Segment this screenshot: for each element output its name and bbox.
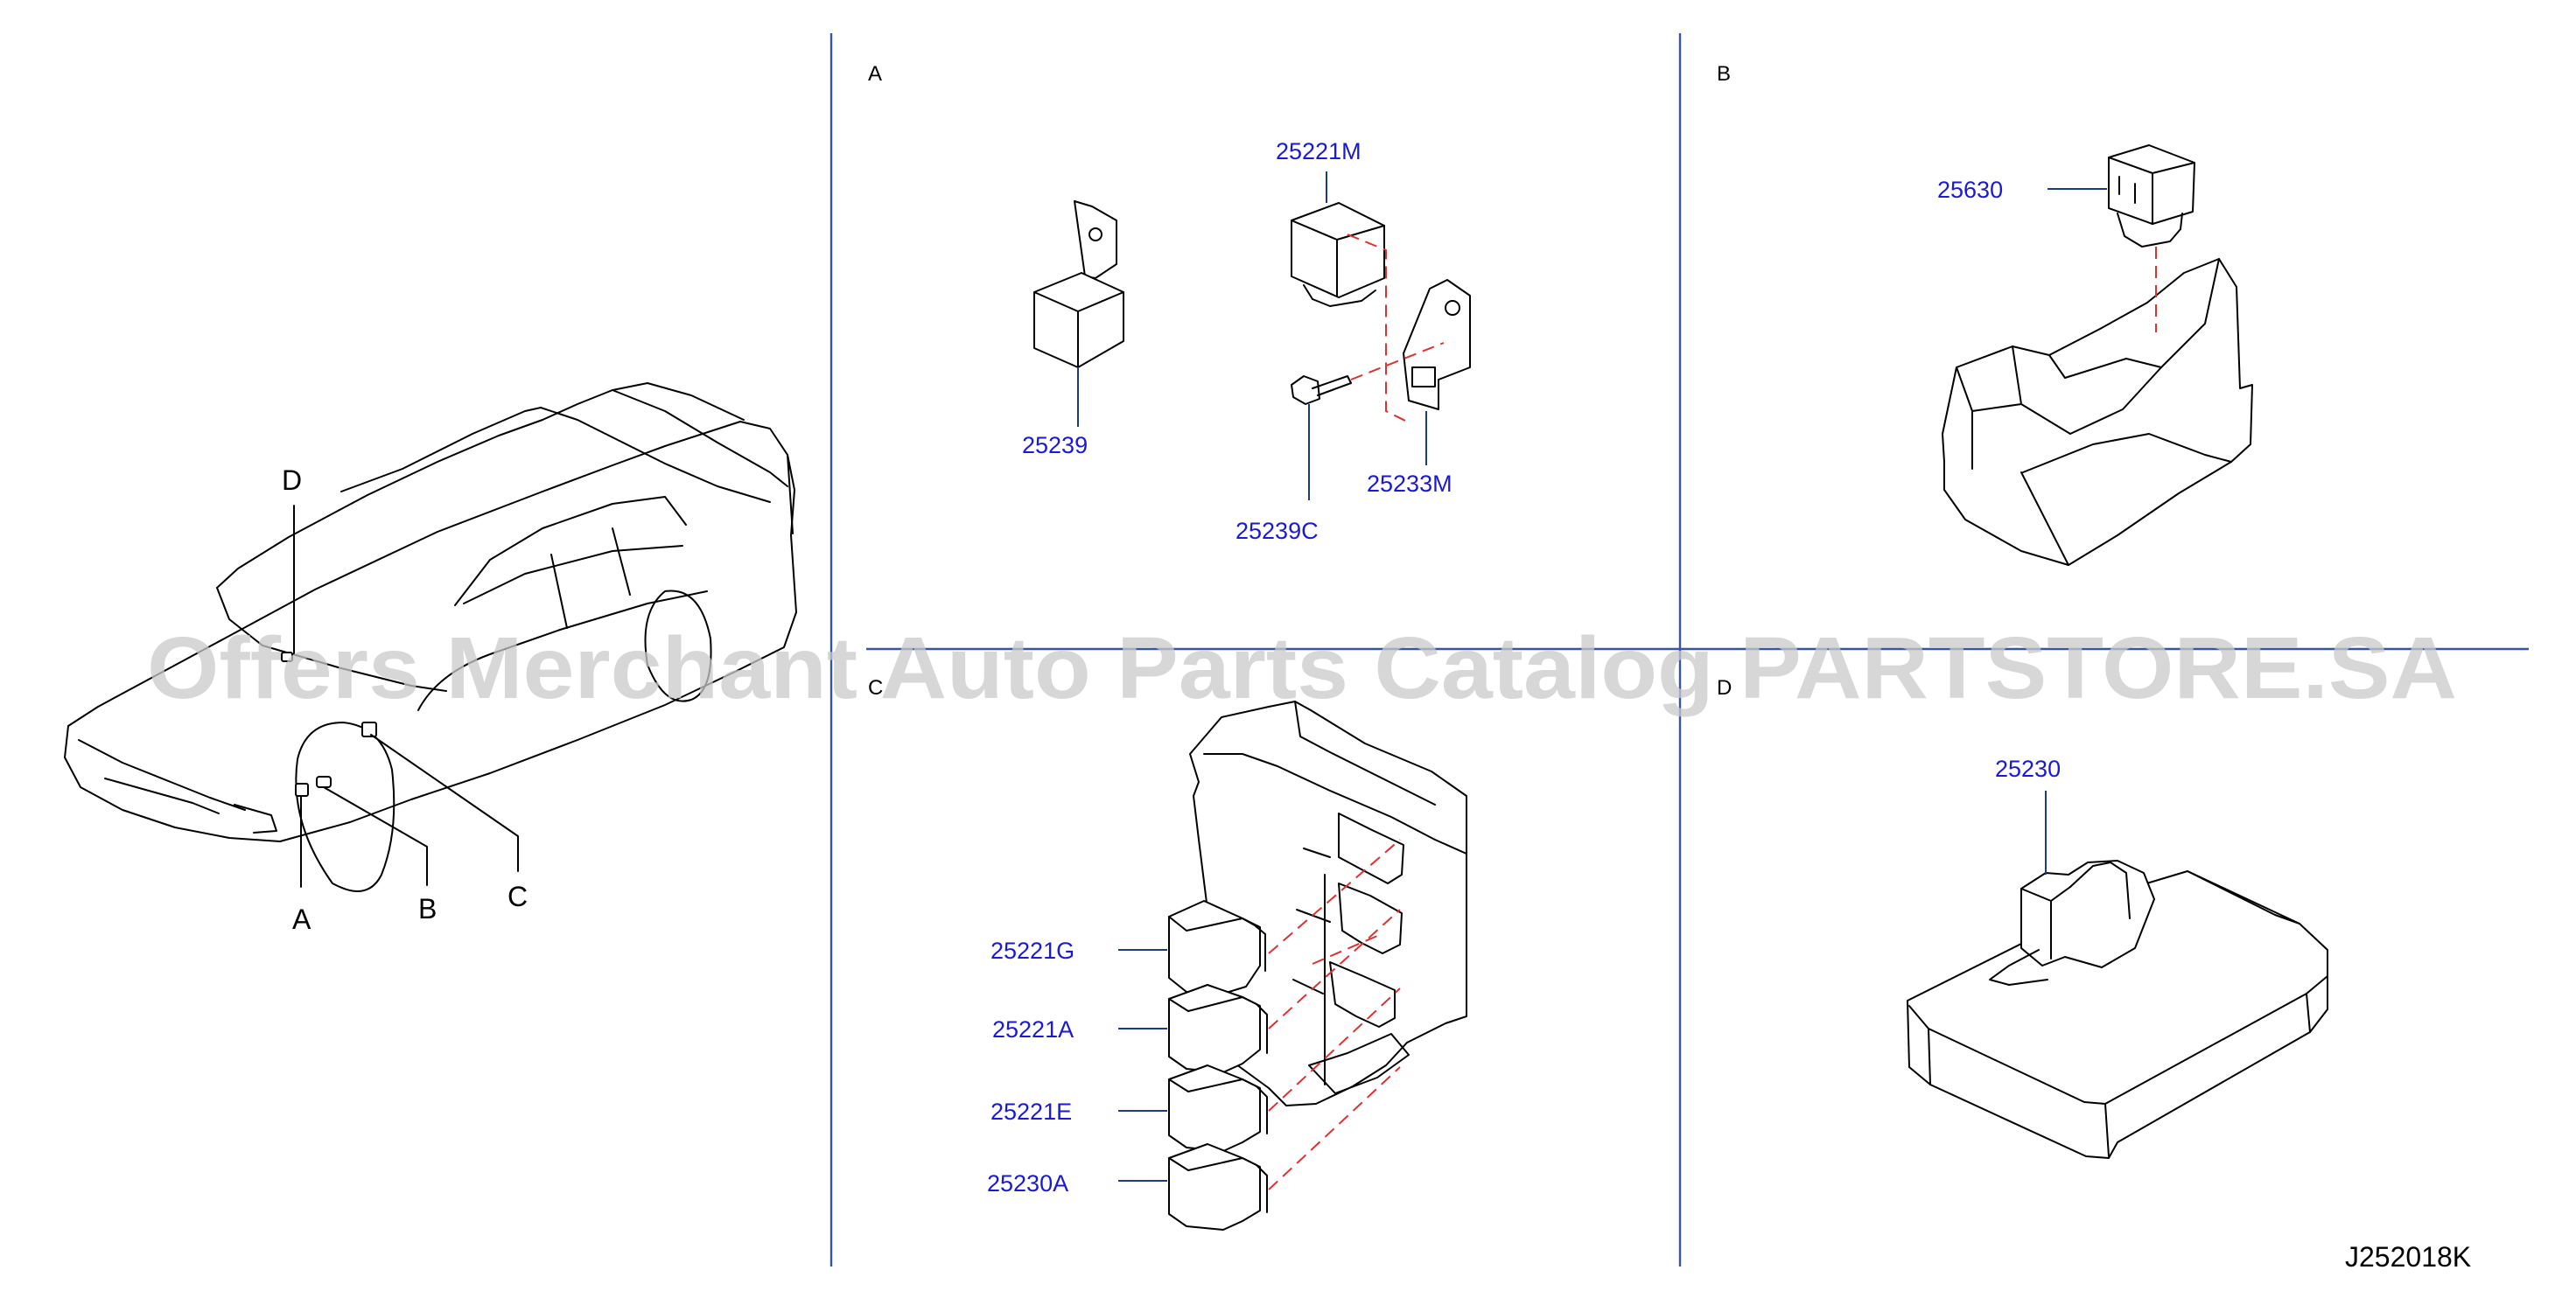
section-label-d: D (1717, 676, 1732, 700)
bracket-25233m-drawing (1403, 279, 1471, 410)
bolt-25239c-drawing (1291, 375, 1352, 405)
car-leaders (293, 505, 519, 888)
part-label-25221a[interactable]: 25221A (992, 1016, 1074, 1043)
relay-25221a-drawing (1168, 984, 1268, 1073)
car-location-label-a: A (292, 904, 312, 935)
part-label-25239c[interactable]: 25239C (1236, 518, 1319, 544)
car-location-label-d: D (282, 464, 302, 496)
part-label-25230a[interactable]: 25230A (987, 1170, 1068, 1197)
diagram-code: J252018K (2345, 1241, 2471, 1273)
part-label-25630[interactable]: 25630 (1937, 177, 2003, 203)
part-label-25221g[interactable]: 25221G (990, 938, 1074, 964)
part-label-25233m[interactable]: 25233M (1367, 471, 1452, 497)
section-label-a: A (868, 62, 882, 86)
assembly-guides-c (1268, 839, 1401, 1190)
car-location-label-b: B (418, 893, 437, 925)
watermark: Offers Merchant Auto Parts Catalog PARTS… (147, 619, 2457, 717)
relay-25230a-drawing (1168, 1143, 1268, 1231)
part-label-25221m[interactable]: 25221M (1276, 138, 1362, 164)
control-unit-d-drawing (1907, 870, 2328, 1159)
part-label-25221e[interactable]: 25221E (990, 1099, 1072, 1125)
section-label-b: B (1717, 62, 1731, 86)
relay-25230-drawing (1989, 860, 2155, 986)
assembly-guide-25239c (1350, 342, 1445, 380)
part-label-25239[interactable]: 25239 (1022, 432, 1088, 458)
car-illustration (64, 382, 797, 892)
relay-25221e-drawing (1168, 1064, 1268, 1152)
relay-25630-drawing (2108, 144, 2195, 248)
assembly-guide-25221m (1347, 234, 1411, 424)
relay-25239-drawing (1033, 200, 1124, 368)
mount-bracket-b-drawing (1942, 258, 2253, 566)
car-location-label-c: C (508, 881, 528, 912)
section-label-c: C (868, 676, 883, 700)
relay-25221m-drawing (1291, 202, 1385, 307)
part-label-25230[interactable]: 25230 (1995, 756, 2061, 782)
panel-dividers (830, 33, 2529, 1267)
relay-25221g-drawing (1168, 900, 1266, 994)
